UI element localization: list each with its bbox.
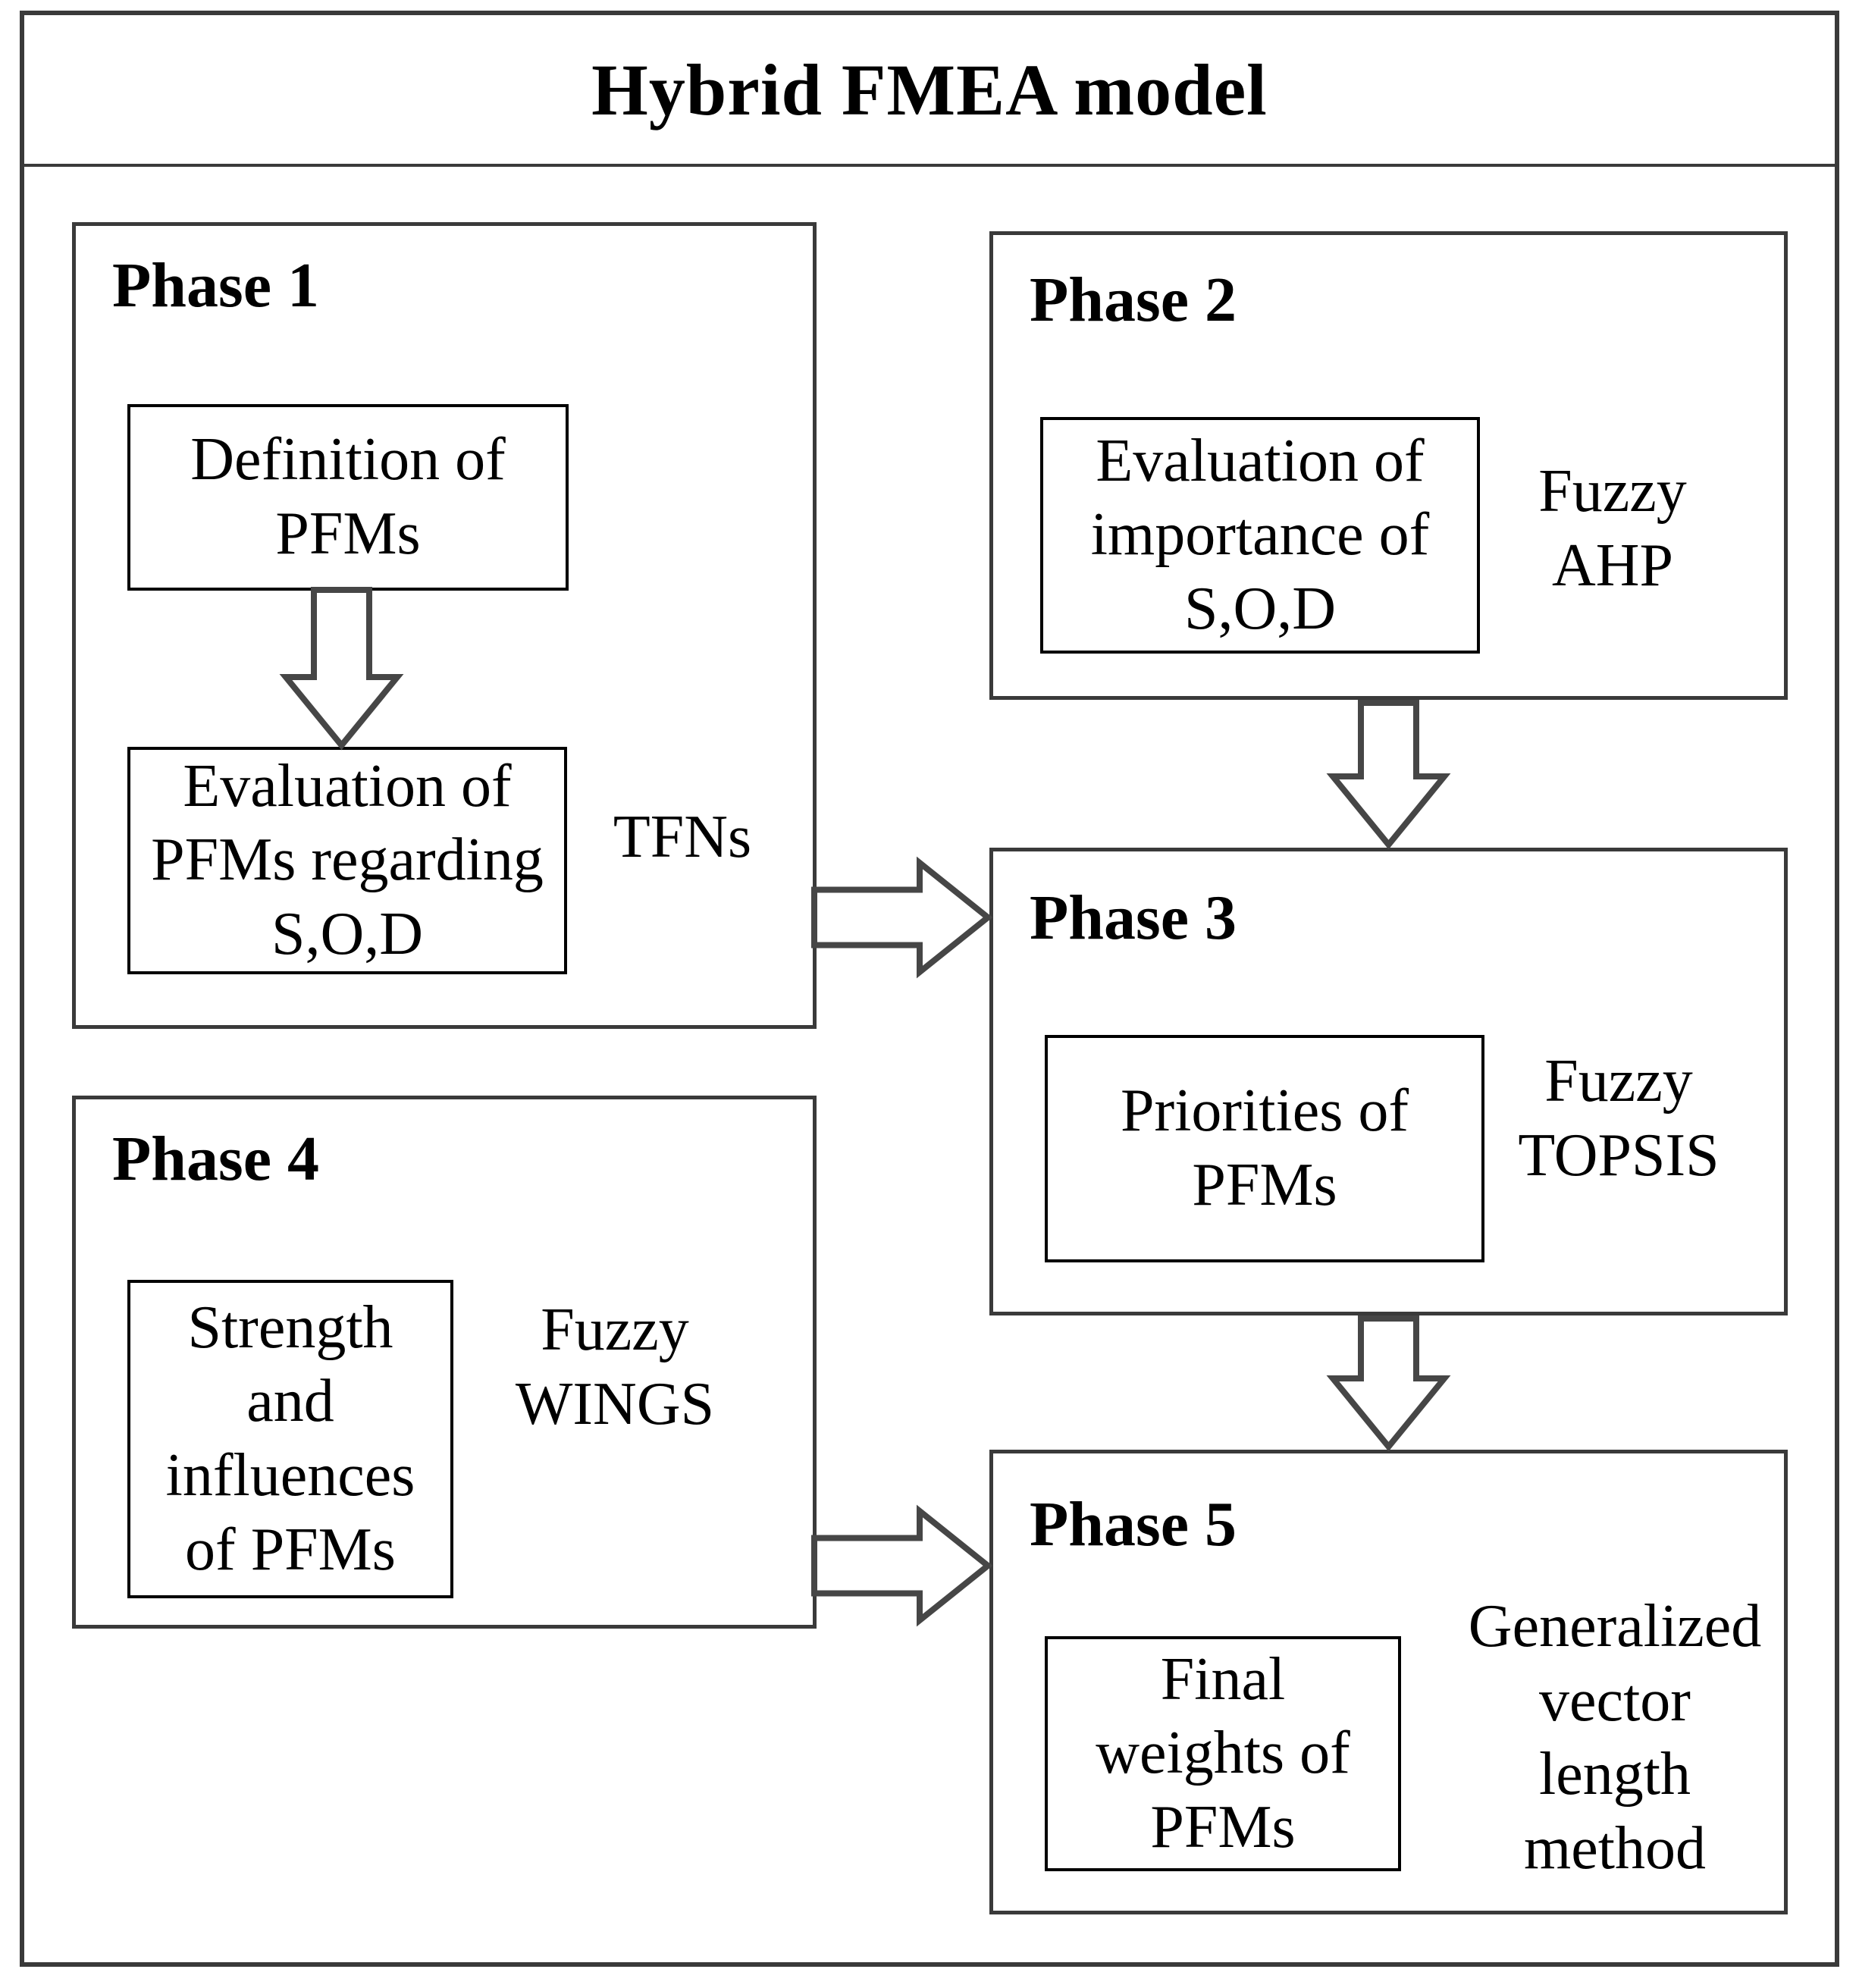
phase-2-panel: Phase 2 Evaluation of importance of S,O,… bbox=[989, 231, 1788, 700]
phase-4-label: Phase 4 bbox=[112, 1124, 319, 1194]
phase-1-panel: Phase 1 Definition of PFMs Evaluation of… bbox=[72, 222, 817, 1029]
title-bar: Hybrid FMEA model bbox=[24, 15, 1835, 167]
generalized-vector-length-label: Generalized vector length method bbox=[1468, 1593, 1762, 1882]
phase3-to-phase5-arrow bbox=[1326, 1315, 1451, 1452]
phase-2-label: Phase 2 bbox=[1030, 265, 1237, 335]
evaluation-pfms-text: Evaluation of PFMs regarding S,O,D bbox=[151, 752, 544, 967]
strength-influences-text: Strength and influences of PFMs bbox=[165, 1293, 415, 1583]
down-arrow-icon bbox=[279, 587, 404, 751]
diagram-title: Hybrid FMEA model bbox=[591, 49, 1268, 130]
strength-influences-box: Strength and influences of PFMs bbox=[127, 1280, 453, 1598]
phase-4-panel: Phase 4 Strength and influences of PFMs … bbox=[72, 1096, 817, 1629]
definition-of-pfms-text: Definition of PFMs bbox=[190, 426, 506, 567]
phase-5-panel: Phase 5 Final weights of PFMs Generalize… bbox=[989, 1450, 1788, 1914]
evaluation-importance-box: Evaluation of importance of S,O,D bbox=[1040, 417, 1480, 654]
fuzzy-wings-label: Fuzzy WINGS bbox=[515, 1297, 715, 1438]
phase-5-label: Phase 5 bbox=[1030, 1489, 1237, 1560]
diagram-outer-frame bbox=[20, 11, 1839, 1967]
evaluation-pfms-box: Evaluation of PFMs regarding S,O,D bbox=[127, 747, 567, 974]
phase1-to-phase3-arrow bbox=[811, 856, 993, 979]
fuzzy-topsis-label: Fuzzy TOPSIS bbox=[1518, 1048, 1719, 1189]
phase-1-label: Phase 1 bbox=[112, 250, 319, 321]
right-arrow-icon bbox=[811, 1504, 993, 1627]
phase4-to-phase5-arrow bbox=[811, 1504, 993, 1627]
definition-of-pfms-box: Definition of PFMs bbox=[127, 404, 569, 591]
phase-3-label: Phase 3 bbox=[1030, 883, 1237, 953]
final-weights-text: Final weights of PFMs bbox=[1096, 1645, 1350, 1861]
evaluation-importance-text: Evaluation of importance of S,O,D bbox=[1090, 427, 1430, 642]
down-arrow-icon bbox=[1326, 1315, 1451, 1452]
fuzzy-ahp-label: Fuzzy AHP bbox=[1538, 458, 1687, 599]
tfns-label: TFNs bbox=[613, 804, 752, 870]
definition-to-evaluation-arrow bbox=[279, 587, 404, 751]
final-weights-box: Final weights of PFMs bbox=[1045, 1636, 1401, 1871]
phase-3-panel: Phase 3 Priorities of PFMs Fuzzy TOPSIS bbox=[989, 848, 1788, 1315]
phase2-to-phase3-arrow bbox=[1326, 700, 1451, 850]
priorities-box: Priorities of PFMs bbox=[1045, 1035, 1484, 1262]
right-arrow-icon bbox=[811, 856, 993, 979]
down-arrow-icon bbox=[1326, 700, 1451, 850]
priorities-text: Priorities of PFMs bbox=[1121, 1077, 1409, 1218]
